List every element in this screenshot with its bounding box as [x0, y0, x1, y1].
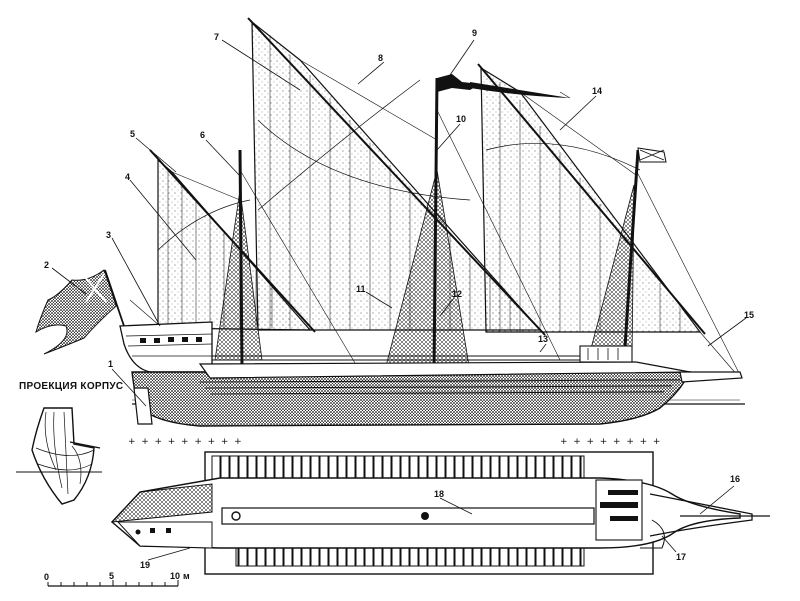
callout-19: 19 [140, 560, 150, 570]
callout-15: 15 [744, 310, 754, 320]
callout-16: 16 [730, 474, 740, 484]
rudder [133, 387, 153, 425]
callout-4: 4 [125, 172, 130, 182]
stern-castle [119, 321, 213, 373]
callout-17: 17 [676, 552, 686, 562]
main-mast-flag [437, 74, 480, 92]
running-rigging [129, 59, 741, 377]
callout-9: 9 [472, 28, 477, 38]
callout-8: 8 [378, 53, 383, 63]
callout-2: 2 [44, 260, 49, 270]
callout-3: 3 [106, 230, 111, 240]
scale-unit: м [183, 571, 190, 581]
svg-text:+ + + + + + + +: + + + + + + + + [560, 437, 660, 447]
bow-spur [679, 371, 743, 383]
pennant [470, 82, 570, 98]
callout-13: 13 [538, 334, 548, 344]
projection-title: ПРОЕКЦИЯ КОРПУС [19, 381, 123, 392]
side-elevation [35, 17, 745, 427]
callout-1: 1 [108, 359, 113, 369]
callout-leaders [51, 39, 747, 561]
stern-ensign [35, 269, 117, 355]
scale-tick-0: 0 [44, 572, 49, 582]
fore-platform [579, 345, 633, 363]
callout-10: 10 [456, 114, 466, 124]
hull-section-projection [16, 407, 102, 505]
scale-tick-5: 5 [109, 571, 114, 581]
callout-12: 12 [452, 289, 462, 299]
scale-bar: 0 5 10 м [44, 571, 190, 587]
callout-11: 11 [356, 284, 366, 294]
callout-5: 5 [130, 129, 135, 139]
svg-text:+ + + + + + + + +: + + + + + + + + + [128, 437, 242, 447]
callout-14: 14 [592, 86, 602, 96]
callout-18: 18 [434, 489, 444, 499]
scale-tick-10: 10 [170, 571, 180, 581]
plan-view: + + + + + + + + + + + + + + + + + [110, 437, 770, 575]
callout-numbers: 1 2 3 4 5 6 7 8 9 10 11 12 13 14 15 16 1… [44, 28, 754, 570]
central-gangway [221, 507, 595, 525]
callout-6: 6 [200, 130, 205, 140]
callout-7: 7 [214, 32, 219, 42]
